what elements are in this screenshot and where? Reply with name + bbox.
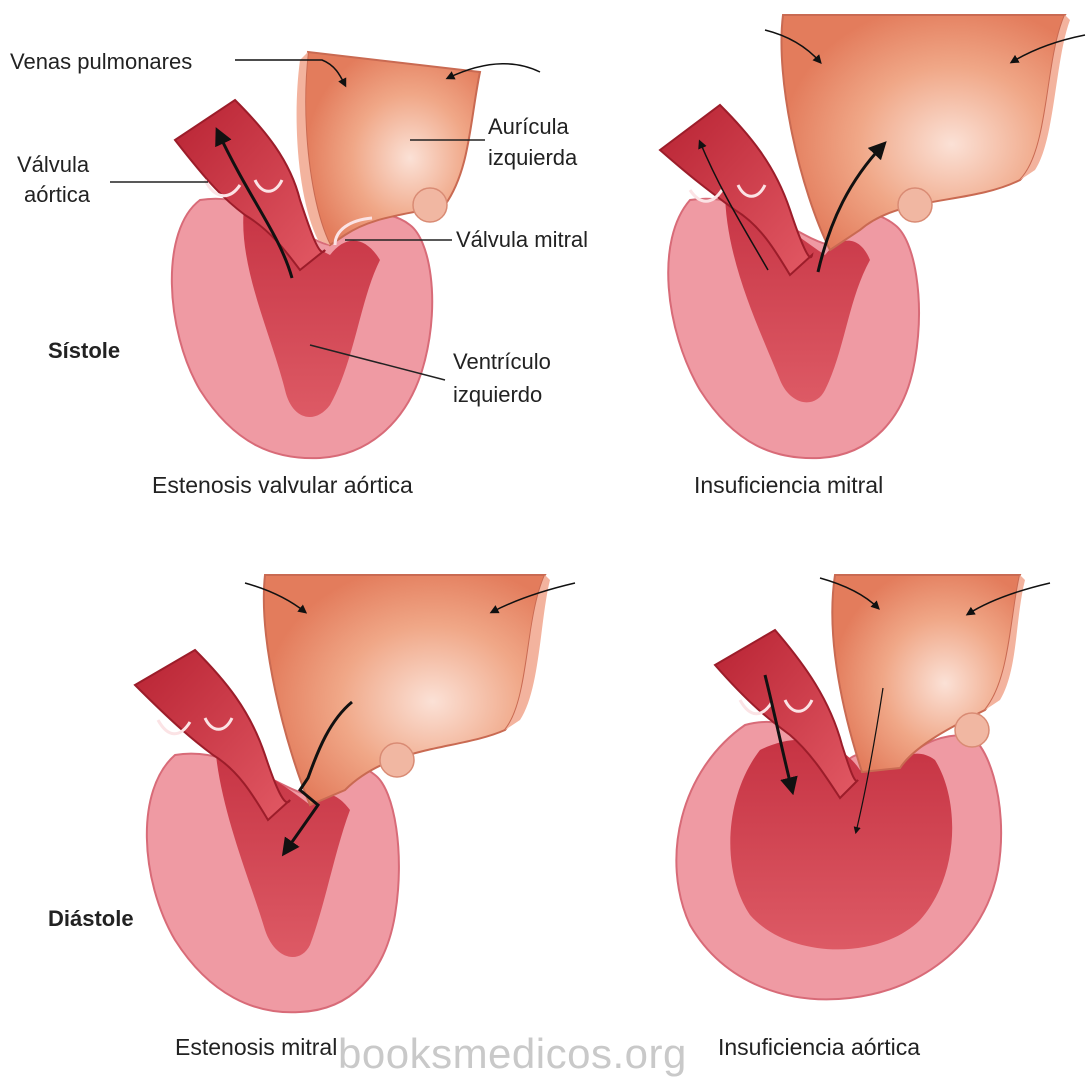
caption-panel-3: Estenosis mitral: [175, 1034, 337, 1061]
caption-panel-4: Insuficiencia aórtica: [718, 1034, 920, 1061]
label-ventriculo-line2: izquierdo: [453, 380, 542, 410]
atrial-appendage: [413, 188, 447, 222]
watermark: booksmedicos.org: [338, 1030, 687, 1078]
caption-panel-1: Estenosis valvular aórtica: [152, 472, 413, 499]
label-ventriculo-line1: Ventrículo: [453, 347, 551, 377]
label-diastole: Diástole: [48, 904, 134, 934]
label-valvula-aortica-line2: aórtica: [24, 180, 90, 210]
atrial-appendage: [955, 713, 989, 747]
label-valvula-mitral: Válvula mitral: [456, 225, 588, 255]
caption-panel-2: Insuficiencia mitral: [694, 472, 883, 499]
panel-aortic-regurgitation: [676, 575, 1050, 999]
atrial-appendage: [380, 743, 414, 777]
left-atrium: [305, 52, 480, 245]
panel-mitral-stenosis: [135, 575, 575, 1012]
label-venas-pulmonares: Venas pulmonares: [10, 47, 192, 77]
atrial-appendage: [898, 188, 932, 222]
panel-mitral-regurgitation: [660, 15, 1085, 458]
left-atrium: [832, 575, 1020, 772]
label-valvula-aortica-line1: Válvula: [17, 150, 89, 180]
label-auricula-line2: izquierda: [488, 143, 577, 173]
label-auricula-line1: Aurícula: [488, 112, 569, 142]
label-sistole: Sístole: [48, 336, 120, 366]
